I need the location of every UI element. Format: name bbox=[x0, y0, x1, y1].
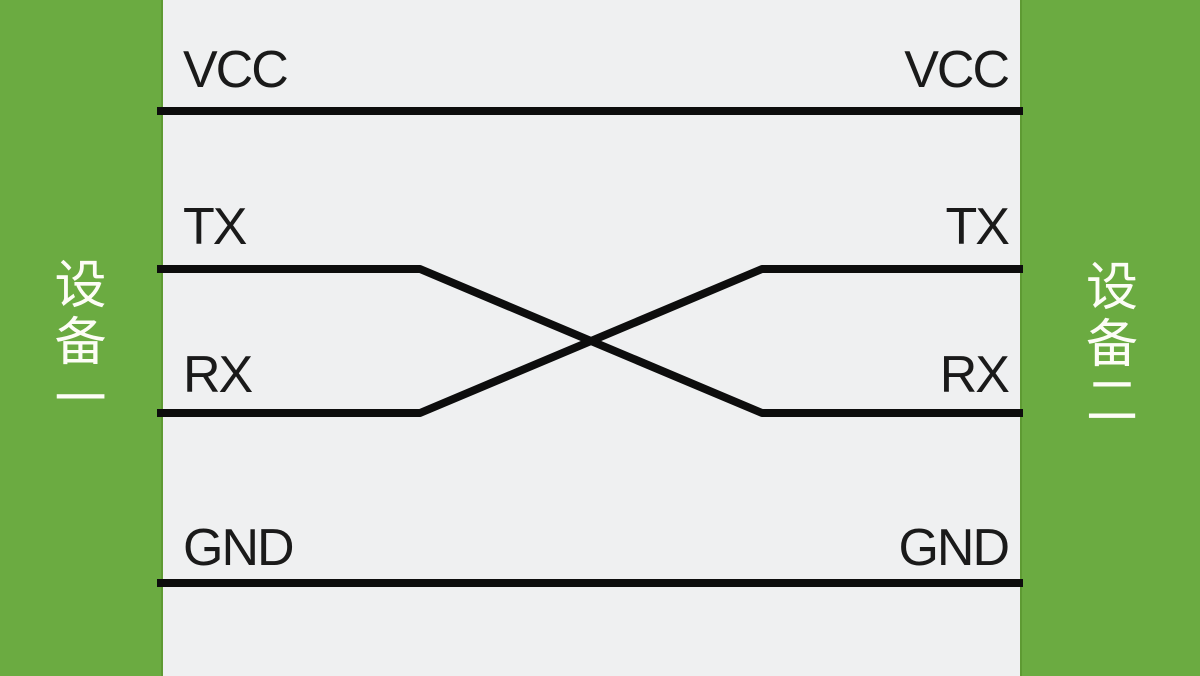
pin-label-left-rx: RX bbox=[183, 346, 253, 404]
device-1-label: 设 备 一 bbox=[0, 258, 161, 429]
pin-label-right-tx: TX bbox=[945, 198, 1010, 256]
pin-label-right-rx: RX bbox=[939, 346, 1010, 404]
pin-label-right-gnd: GND bbox=[898, 519, 1010, 577]
device-1-char-2: 备 bbox=[54, 314, 107, 372]
device-1-char-3: 一 bbox=[54, 371, 107, 429]
device-2-char-3: 二 bbox=[1085, 373, 1138, 431]
device-2-panel: 设 备 二 bbox=[1020, 0, 1200, 676]
pin-label-left-tx: TX bbox=[183, 198, 247, 256]
device-2-char-2: 备 bbox=[1085, 316, 1138, 374]
device-1-char-1: 设 bbox=[54, 257, 107, 315]
device-1-panel: 设 备 一 bbox=[0, 0, 163, 676]
pin-label-left-gnd: GND bbox=[183, 519, 295, 577]
pin-label-right-vcc: VCC bbox=[904, 41, 1010, 99]
pin-label-left-vcc: VCC bbox=[183, 41, 289, 99]
device-2-label: 设 备 二 bbox=[1022, 260, 1200, 431]
wire-rx1-tx2 bbox=[157, 265, 1023, 417]
device-2-char-1: 设 bbox=[1085, 259, 1138, 317]
